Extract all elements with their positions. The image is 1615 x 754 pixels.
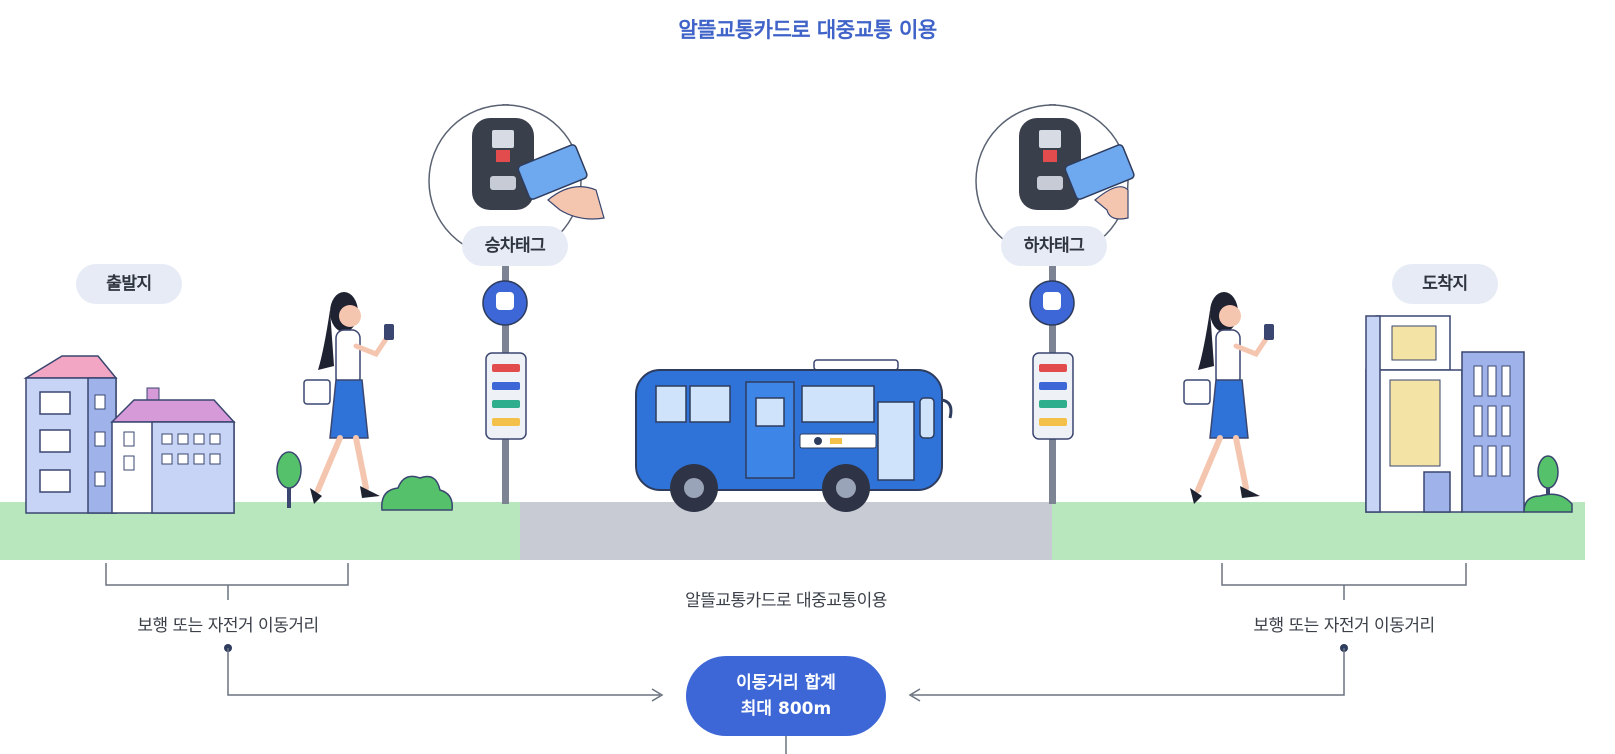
destination-label: 도착지 bbox=[1392, 264, 1498, 304]
origin-houses-illustration bbox=[23, 355, 236, 514]
transit-caption: 알뜰교통카드로 대중교통이용 bbox=[685, 591, 887, 611]
destination-building-illustration bbox=[1365, 315, 1573, 513]
bus-stop-left bbox=[428, 104, 605, 504]
pedestrian-right bbox=[1183, 292, 1274, 504]
pedestrian-left bbox=[303, 292, 394, 504]
alight-tag-label: 하차태그 bbox=[1001, 226, 1107, 266]
total-distance-line2: 최대 800m bbox=[740, 699, 832, 719]
walk-distance-left-caption: 보행 또는 자전거 이동거리 bbox=[137, 616, 319, 636]
bus-illustration bbox=[635, 359, 953, 512]
walk-distance-right-caption: 보행 또는 자전거 이동거리 bbox=[1253, 616, 1435, 636]
board-tag-label: 승차태그 bbox=[462, 226, 568, 266]
connector-right bbox=[908, 644, 1348, 702]
bracket-left bbox=[105, 563, 349, 600]
tree-left bbox=[276, 451, 302, 508]
origin-label: 출발지 bbox=[76, 264, 182, 304]
bus-stop-right bbox=[975, 104, 1135, 504]
total-distance-badge: 이동거리 합계 최대 800m bbox=[686, 656, 886, 736]
total-distance-line1: 이동거리 합계 bbox=[736, 673, 836, 693]
connector-left bbox=[224, 644, 664, 702]
road bbox=[520, 502, 1052, 560]
bush-left bbox=[381, 475, 453, 511]
diagram-title: 알뜰교통카드로 대중교통 이용 bbox=[678, 18, 937, 42]
bracket-right bbox=[1221, 563, 1467, 600]
